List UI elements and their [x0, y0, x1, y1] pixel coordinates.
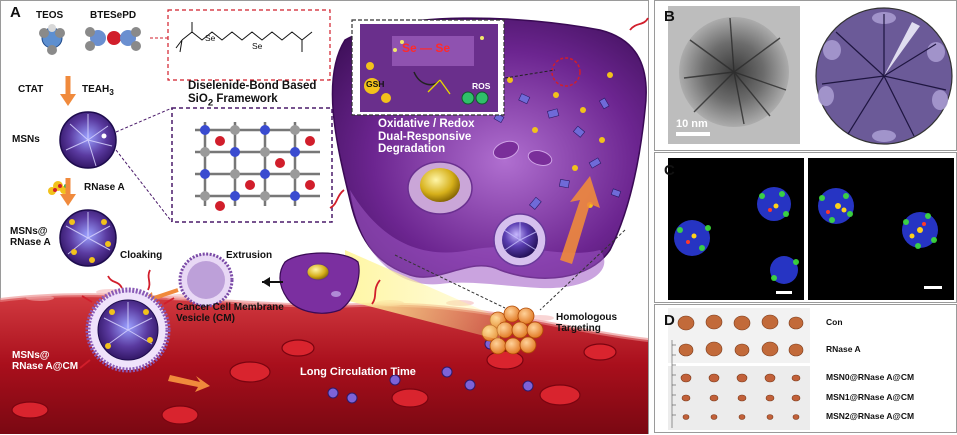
row-label-msn0: MSN0@RNase A@CM: [826, 372, 915, 382]
framework-title: Diselenide-Bond Based SiO2 Framework: [188, 80, 328, 108]
msns-rnase-label: MSNs@ RNase A: [10, 226, 51, 248]
panel-d-letter: D: [664, 312, 675, 329]
btesepd-label: BTESePD: [90, 10, 137, 21]
row-label-msn2: MSN2@RNase A@CM: [826, 411, 915, 421]
degradation-label: Oxidative / Redox Dual-Responsive Degrad…: [378, 118, 475, 156]
homologous-line1: Homologous: [556, 312, 618, 323]
row-label-msn1: MSN1@RNase A@CM: [826, 392, 915, 402]
ros-label: ROS: [472, 81, 491, 91]
homologous-targeting-label: Homologous Targeting: [556, 312, 617, 334]
rnase-a-label: RNase A: [84, 182, 125, 193]
gsh-label: GSH: [366, 79, 385, 89]
ctat-label: CTAT: [18, 84, 44, 95]
cloaking-label: Cloaking: [120, 250, 163, 261]
degradation-line2: Dual-Responsive: [378, 130, 472, 143]
panel-b-letter: B: [664, 8, 675, 25]
framework-title-line1: Diselenide-Bond Based: [188, 80, 317, 92]
degradation-line3: Degradation: [378, 143, 446, 156]
se-atom-label-2: Se: [252, 41, 263, 51]
cm-line2: Vesicle (CM): [176, 313, 235, 324]
msns-cm-line1: MSNs@: [12, 350, 50, 361]
homologous-line2: Targeting: [556, 323, 601, 334]
scale-bar-label: 10 nm: [676, 118, 708, 130]
framework-title-framework: Framework: [213, 92, 278, 105]
se-atom-label-1: Se: [205, 33, 216, 43]
long-circulation-label: Long Circulation Time: [300, 366, 416, 378]
teos-label: TEOS: [36, 10, 64, 21]
panel-c-letter: C: [664, 162, 675, 179]
extrusion-label: Extrusion: [226, 250, 273, 261]
se-se-bond-label: Se — Se: [402, 41, 451, 55]
framework-title-sio: SiO: [188, 92, 208, 105]
cm-label: Cancer Cell Membrane Vesicle (CM): [176, 302, 284, 324]
teah-label: TEAH3: [82, 84, 114, 97]
msns-label: MSNs: [12, 134, 40, 145]
panel-a-letter: A: [10, 4, 21, 21]
msns-cm-label: MSNs@ RNase A@CM: [12, 350, 78, 372]
row-label-rnase: RNase A: [826, 344, 861, 354]
msns-rnase-line2: RNase A: [10, 237, 51, 248]
msns-rnase-line1: MSNs@: [10, 226, 48, 237]
msns-cm-line2: RNase A@CM: [12, 361, 79, 372]
degradation-line1: Oxidative / Redox: [378, 118, 475, 130]
row-label-con: Con: [826, 317, 843, 327]
cm-line1: Cancer Cell Membrane: [176, 302, 284, 313]
teah-text: TEAH: [82, 84, 110, 95]
teah-sub: 3: [109, 87, 114, 97]
framework-title-sub: 2: [207, 96, 214, 108]
